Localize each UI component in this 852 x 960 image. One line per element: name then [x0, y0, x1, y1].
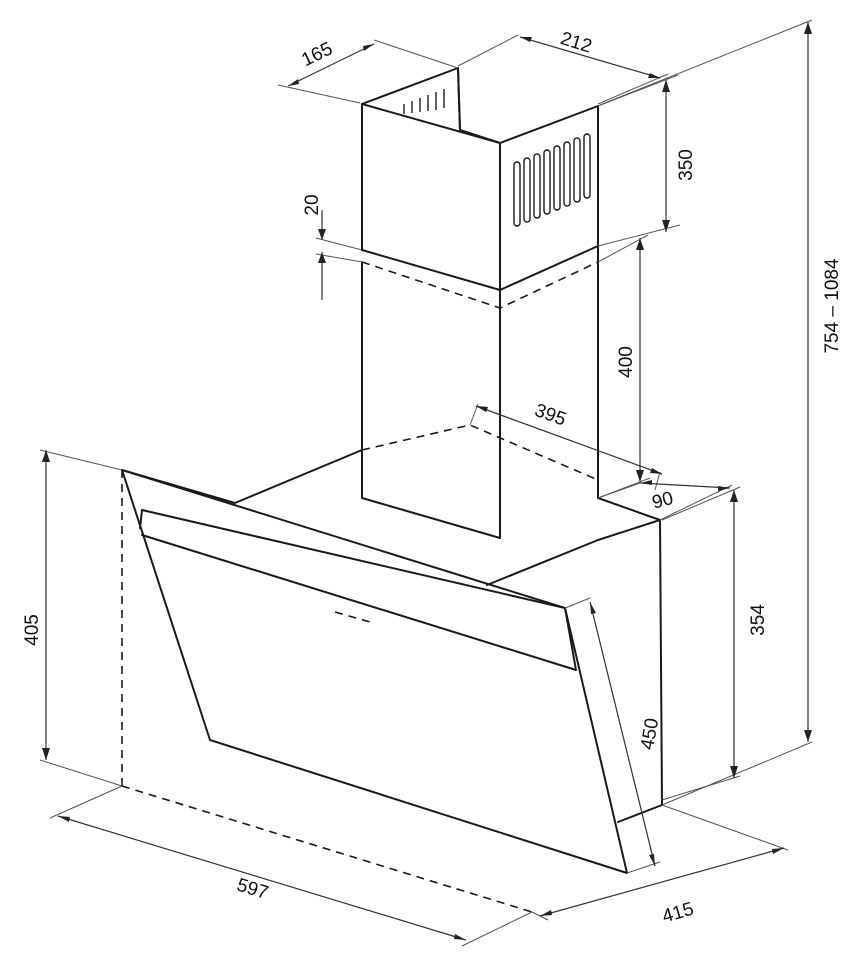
- dimension-chimney-offset: 395: [469, 400, 663, 491]
- dimension-upper-chimney-height: 350: [597, 74, 697, 247]
- dimension-label-lower-chimney-height: 400: [616, 346, 637, 378]
- dimension-label-total-height: 754 – 1084: [822, 258, 843, 354]
- upper-chimney-vent-grille-back: [403, 89, 445, 114]
- dimension-label-glass-length: 450: [637, 717, 663, 752]
- dimension-label-front-height: 405: [22, 614, 43, 646]
- dimension-label-chimney-depth: 165: [298, 38, 336, 71]
- dimension-glass-length: 450: [564, 597, 663, 874]
- upper-chimney-vent-grille-front: [513, 133, 591, 227]
- dimension-label-overlap: 20: [302, 194, 323, 215]
- dimension-label-depth: 415: [660, 899, 696, 928]
- upper-chimney: [361, 67, 599, 291]
- lower-chimney: [361, 245, 599, 539]
- hood-glass-panel: [121, 469, 628, 913]
- dimension-label-upper-chimney-height: 350: [676, 149, 697, 181]
- dimension-label-body-height: 354: [748, 604, 769, 636]
- dimension-label-chimney-offset: 395: [532, 400, 569, 431]
- dimension-label-rear-offset: 90: [650, 488, 676, 514]
- dimension-chimney-width: 212: [457, 28, 669, 105]
- dimension-front-height: 405: [22, 449, 123, 787]
- dimension-overlap: 20: [302, 194, 363, 300]
- dimension-body-height: 354: [661, 486, 769, 801]
- dimension-depth: 415: [531, 804, 789, 928]
- dimension-rear-offset: 90: [597, 480, 733, 521]
- dimension-label-chimney-width: 212: [558, 28, 594, 57]
- dimension-total-height: 754 – 1084: [599, 19, 843, 806]
- dimension-chimney-depth: 165: [277, 38, 459, 104]
- dimension-lower-chimney-height: 400: [597, 234, 651, 499]
- dimension-width: 597: [49, 785, 533, 947]
